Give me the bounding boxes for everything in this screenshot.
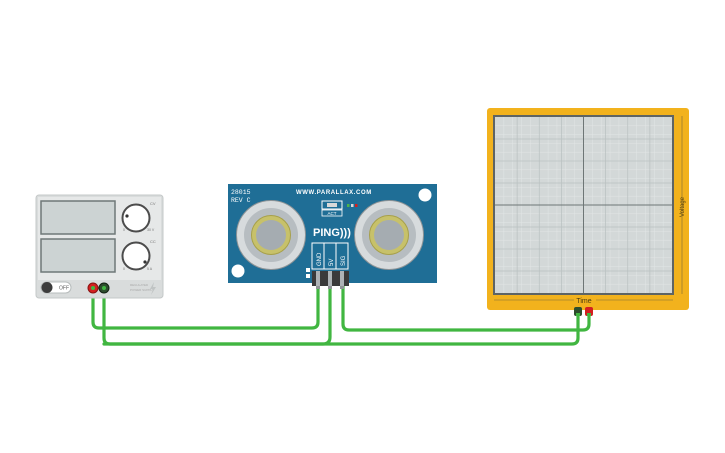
display-voltage [40,200,116,235]
knob-cc-label: CC [150,239,156,244]
knob-cc-min: 0 [123,267,125,271]
website-label: WWW.PARALLAX.COM [296,190,372,196]
power-supply[interactable]: CV 0 30 V CC 0 5 A OFF REGULATED POWER S… [35,194,164,299]
negative-terminal[interactable] [98,282,110,294]
power-switch[interactable]: OFF [40,281,72,294]
transducer-right [354,200,424,270]
brand-line-1: REGULATED [130,283,149,287]
knob-cc-max: 5 A [147,267,153,271]
knob-cv-label: CV [150,201,156,206]
revision-label: REV C [231,197,251,204]
voltage-knob[interactable] [121,203,151,233]
lightning-icon [150,282,156,295]
scope-grid [495,117,672,293]
y-axis-label: Voltage [680,196,686,217]
mount-hole-bottom-left [231,264,245,278]
positive-terminal[interactable] [87,282,99,294]
ping-sensor[interactable]: 28015 REV C WWW.PARALLAX.COM ACT PING))) [228,184,437,289]
transducer-left [236,200,306,270]
display-current [40,238,116,273]
oscilloscope[interactable]: Voltage Time [487,108,689,316]
pin-sig[interactable] [340,286,344,289]
mount-hole-top-right [418,188,432,202]
pin-label-sig: SIG [341,255,347,266]
wire-scope-ground[interactable] [102,312,580,346]
pin-gnd[interactable] [316,286,320,289]
pin-connector [312,271,349,286]
pin-5v[interactable] [328,286,332,289]
wire-sig[interactable] [341,280,591,332]
pin-label-gnd: GND [317,252,323,266]
model-name: PING))) [313,227,351,239]
knob-cv-min: 0 [123,228,125,232]
wires [91,280,591,346]
part-number: 28015 [231,189,251,196]
probe-signal-terminal[interactable] [585,307,593,316]
wire-gnd[interactable] [91,280,320,330]
x-axis-label: Time [576,298,591,305]
brand-line-2: POWER SUPPLY [130,288,154,292]
knob-cv-max: 30 V [147,228,155,232]
probe-ground-terminal[interactable] [574,307,582,316]
act-led: ACT [321,200,358,217]
pin-label-5v: 5V [329,259,335,266]
current-knob[interactable] [121,241,151,271]
act-label: ACT [328,211,337,216]
pin-header: GND 5V SIG [306,242,349,278]
power-switch-label: OFF [59,286,69,292]
